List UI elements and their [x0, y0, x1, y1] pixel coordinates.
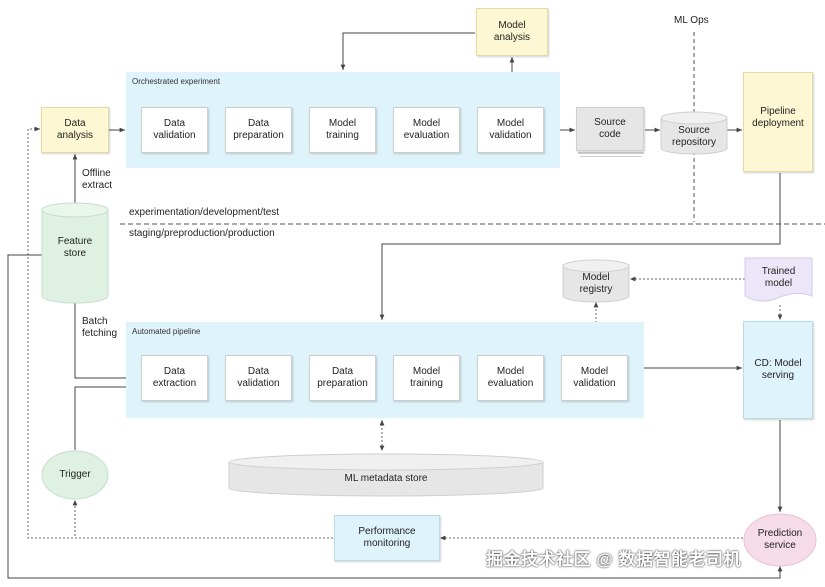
- auto-step-model-validation: Model validation: [561, 355, 628, 401]
- model-analysis-box: Model analysis: [476, 8, 548, 56]
- orch-step-model-training: Model training: [309, 107, 376, 153]
- source-repository-label: Source repository: [672, 125, 716, 148]
- feature-store-label: Feature store: [57, 236, 93, 259]
- env-top-label: experimentation/development/test: [129, 207, 280, 218]
- source-repository-cylinder: [660, 111, 728, 155]
- trained-model-shape: [744, 257, 813, 302]
- trigger-label: Trigger: [59, 469, 91, 480]
- feature-store-cylinder: [41, 202, 109, 304]
- prediction-service-label: Prediction service: [757, 528, 803, 551]
- trained-model-label: Trained model: [761, 266, 796, 289]
- batch-fetching-label: Batch fetching: [82, 316, 118, 339]
- orch-step-data-validation: Data validation: [141, 107, 208, 153]
- automated-pipeline-title: Automated pipeline: [132, 327, 201, 336]
- ml-metadata-store-label: ML metadata store: [344, 473, 428, 484]
- model-registry-cylinder: [562, 259, 630, 303]
- auto-step-data-validation: Data validation: [225, 355, 292, 401]
- data-analysis-box: Data analysis: [41, 107, 109, 153]
- orchestrated-experiment-title: Orchestrated experiment: [132, 77, 221, 86]
- orch-step-model-evaluation: Model evaluation: [393, 107, 460, 153]
- env-bottom-label: staging/preproduction/production: [129, 228, 275, 239]
- mlops-label: ML Ops: [674, 15, 709, 26]
- cd-model-serving-box: CD: Model serving: [743, 321, 813, 419]
- metadata-store-cylinder: [228, 453, 544, 497]
- watermark: 掘金技术社区 @ 数据智能老司机: [486, 550, 742, 569]
- auto-step-data-preparation: Data preparation: [309, 355, 376, 401]
- automated-pipeline-panel: Automated pipeline: [126, 322, 644, 418]
- auto-step-data-extraction: Data extraction: [141, 355, 208, 401]
- orch-step-data-preparation: Data preparation: [225, 107, 292, 153]
- offline-extract-label: Offline extract: [82, 168, 113, 191]
- auto-step-model-evaluation: Model evaluation: [477, 355, 544, 401]
- trigger-shape: [41, 450, 109, 500]
- auto-step-model-training: Model training: [393, 355, 460, 401]
- source-code-box: Source code: [576, 107, 644, 151]
- performance-monitoring-box: Performance monitoring: [334, 515, 440, 561]
- prediction-service-shape: [743, 513, 817, 567]
- orch-step-model-validation: Model validation: [477, 107, 544, 153]
- model-registry-label: Model registry: [579, 272, 613, 295]
- pipeline-deployment-box: Pipeline deployment: [743, 72, 813, 172]
